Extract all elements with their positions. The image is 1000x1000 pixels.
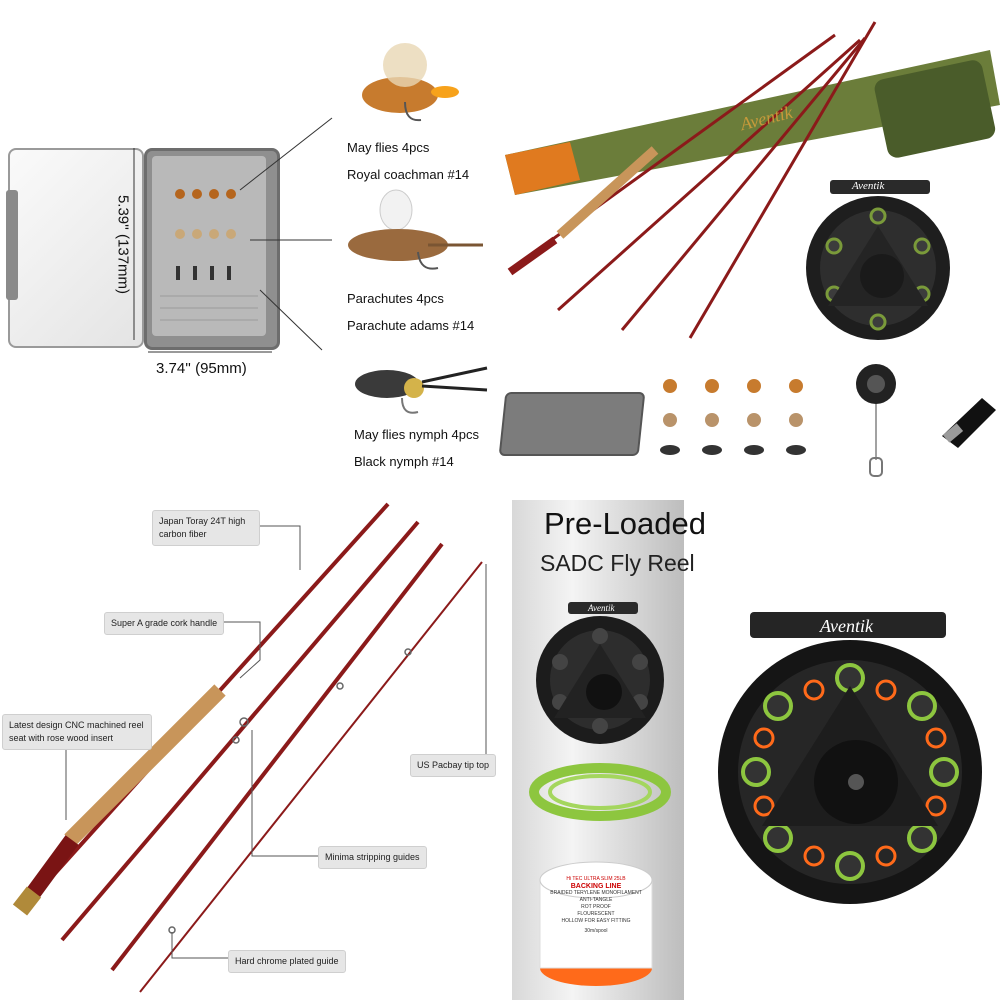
label-tip-top: US Pacbay tip top xyxy=(410,754,497,777)
preloaded-title: Pre-Loaded xyxy=(544,506,707,541)
width-dimension: 3.74'' (95mm) xyxy=(156,360,247,377)
label-stripping-guides-text: Minima stripping guides xyxy=(325,852,420,862)
reel-icon-top xyxy=(806,180,950,340)
fly-1-pattern: Royal coachman #14 xyxy=(347,167,470,182)
fly-3-pattern: Black nymph #14 xyxy=(354,454,454,469)
fly-box-hinge xyxy=(6,190,18,300)
backing-spec-2: ANTI-TANGLE xyxy=(579,897,613,903)
backing-spec-1: BRAIDED TERYLENE MONOFILAMENT xyxy=(550,890,642,896)
zinger-icon xyxy=(856,364,896,477)
assorted-flies-icon xyxy=(660,379,806,455)
parachute-fly-icon xyxy=(348,189,483,270)
preloaded-subtitle: SADC Fly Reel xyxy=(540,550,695,576)
backing-spec-3: ROT PROOF xyxy=(581,904,611,910)
dimension-arrows xyxy=(133,117,333,353)
fly-box-flies xyxy=(160,189,258,321)
rod-sections-illustration xyxy=(12,502,487,993)
label-carbon-fiber-text: Japan Toray 24T high carbon fiber xyxy=(159,516,246,539)
brand-logo-reel-small: Aventik xyxy=(588,603,615,613)
height-dimension: 5.39'' (137mm) xyxy=(114,194,132,295)
label-cork-handle-text: Super A grade cork handle xyxy=(111,618,218,628)
label-cork-handle: Super A grade cork handle xyxy=(104,612,225,635)
brand-logo-reel-top: Aventik xyxy=(852,180,885,192)
reel-icon-small xyxy=(536,602,664,744)
backing-length: 30m/spool xyxy=(584,928,608,934)
fly-line-coil-icon xyxy=(529,763,671,821)
fly-2-name: Parachutes 4pcs xyxy=(347,291,444,306)
label-stripping-guides: Minima stripping guides xyxy=(318,846,427,869)
fly-1-name: May flies 4pcs xyxy=(347,140,430,155)
label-carbon-fiber: Japan Toray 24T high carbon fiber xyxy=(152,510,260,546)
backing-spool-icon xyxy=(539,861,653,986)
backing-spool-label: Hi TEC ULTRA SLIM 25LB BACKING LINE BRAI… xyxy=(546,876,646,935)
label-tip-top-text: US Pacbay tip top xyxy=(417,760,490,770)
fly-3-name: May flies nymph 4pcs xyxy=(354,427,479,442)
fly-2-pattern: Parachute adams #14 xyxy=(347,318,475,333)
may-fly-icon xyxy=(362,43,459,122)
fly-box-foam xyxy=(152,156,266,336)
nymph-fly-icon xyxy=(355,366,488,414)
brand-logo-reel-large: Aventik xyxy=(820,616,873,636)
rod-tube-illustration xyxy=(505,21,1000,339)
nipper-icon xyxy=(942,398,996,448)
label-reel-seat: Latest design CNC machined reel seat wit… xyxy=(2,714,152,750)
backing-label: BACKING LINE xyxy=(570,883,622,890)
label-chrome-guide: Hard chrome plated guide xyxy=(228,950,346,973)
reel-icon-large xyxy=(718,612,982,904)
backing-spec-4: FLOURESCENT xyxy=(577,911,615,917)
label-chrome-guide-text: Hard chrome plated guide xyxy=(235,956,339,966)
backing-spec-5: HOLLOW FOR EASY FITTING xyxy=(561,918,631,924)
small-fly-box xyxy=(498,392,646,456)
label-reel-seat-text: Latest design CNC machined reel seat wit… xyxy=(9,720,144,743)
backing-brand: Hi TEC ULTRA SLIM 25LB xyxy=(566,876,626,882)
